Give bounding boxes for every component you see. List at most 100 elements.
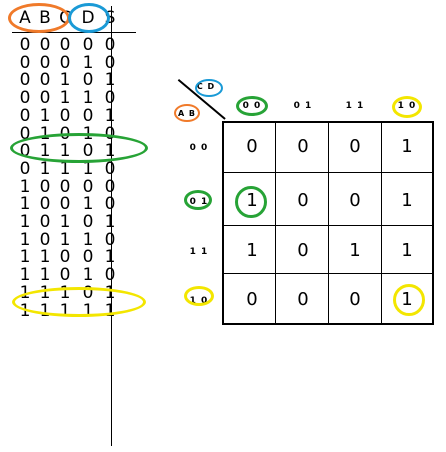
- cell-a: 0: [19, 123, 31, 144]
- cell-a: 1: [19, 229, 31, 250]
- cell-c: 0: [59, 35, 71, 55]
- cell-s: 1: [104, 212, 116, 232]
- cell-a: 1: [19, 212, 31, 232]
- cell-b: 1: [39, 123, 51, 144]
- cell-c: 1: [59, 212, 71, 232]
- cell-b: 0: [39, 35, 51, 55]
- cell-c: 0: [59, 52, 71, 73]
- cell-s: 0: [104, 35, 116, 55]
- ab-header-highlight: [8, 3, 70, 33]
- cell-s: 0: [104, 123, 116, 144]
- cell-d: 1: [82, 194, 94, 215]
- kmap-cell: 1: [401, 190, 413, 211]
- kmap-cell: 0: [297, 136, 309, 157]
- output-column-divider: [111, 6, 112, 446]
- cell-0100-highlight: [235, 186, 267, 218]
- cell-b: 0: [39, 70, 51, 91]
- kmap-cell: 0: [349, 136, 361, 157]
- cell-c: 1: [59, 229, 71, 250]
- cell-s: 0: [104, 176, 116, 197]
- cell-s: 0: [104, 158, 116, 179]
- kmap-cell: 0: [297, 289, 309, 310]
- cell-s: 0: [104, 229, 116, 250]
- cell-s: 0: [104, 52, 116, 73]
- cell-c: 1: [59, 158, 71, 179]
- kmap-cell: 0: [297, 240, 309, 261]
- cell-s: 0: [104, 265, 116, 286]
- cell-a: 1: [19, 176, 31, 197]
- kmap-cell: 1: [349, 240, 361, 261]
- cell-c: 1: [59, 70, 71, 91]
- kmap-cell: 0: [246, 289, 258, 310]
- cell-d: 0: [82, 247, 94, 268]
- cell-d: 0: [82, 35, 94, 55]
- cell-a: 1: [19, 265, 31, 286]
- cell-b: 0: [39, 229, 51, 250]
- grid-line: [328, 121, 329, 325]
- cell-b: 1: [39, 105, 51, 126]
- cell-a: 0: [19, 105, 31, 126]
- cell-d: 0: [82, 70, 94, 91]
- cell-d: 1: [82, 229, 94, 250]
- cell-a: 0: [19, 35, 31, 55]
- cell-a: 0: [19, 88, 31, 109]
- cell-d: 1: [82, 52, 94, 73]
- cell-d: 1: [82, 88, 94, 109]
- cell-1010-highlight: [393, 284, 425, 316]
- cell-b: 1: [39, 158, 51, 179]
- cd-label-highlight: [195, 79, 223, 97]
- cell-a: 1: [19, 194, 31, 215]
- row-1010-highlight: [12, 287, 146, 317]
- cd-header-highlight: [68, 3, 110, 33]
- cell-c: 0: [59, 105, 71, 126]
- kmap-column-label: 1 1: [345, 101, 365, 111]
- row-0100-highlight: [10, 133, 148, 163]
- col-10-label-highlight: [392, 96, 422, 118]
- cell-s: 1: [104, 70, 116, 91]
- kmap-cell: 1: [246, 240, 258, 261]
- cell-d: 0: [82, 105, 94, 126]
- cell-b: 1: [39, 265, 51, 286]
- cell-b: 0: [39, 52, 51, 73]
- kmap-cell: 0: [246, 136, 258, 157]
- cell-c: 0: [59, 194, 71, 215]
- kmap-cell: 1: [401, 240, 413, 261]
- cell-s: 0: [104, 88, 116, 109]
- cell-c: 0: [59, 176, 71, 197]
- kmap-row-label: 0 0: [189, 143, 209, 153]
- cell-b: 1: [39, 247, 51, 268]
- cell-d: 1: [82, 158, 94, 179]
- cell-b: 0: [39, 212, 51, 232]
- kmap-cell: 0: [349, 289, 361, 310]
- cell-b: 0: [39, 194, 51, 215]
- grid-line: [275, 121, 276, 325]
- kmap-row-label: 1 1: [189, 247, 209, 257]
- row-10-label-highlight: [184, 286, 214, 306]
- cell-a: 0: [19, 70, 31, 91]
- kmap-cell: 0: [297, 190, 309, 211]
- kmap-cell: 1: [401, 136, 413, 157]
- row-01-label-highlight: [184, 190, 212, 210]
- cell-c: 0: [59, 247, 71, 268]
- cell-a: 1: [19, 247, 31, 268]
- grid-line: [381, 121, 382, 325]
- cell-a: 0: [19, 158, 31, 179]
- col-00-label-highlight: [236, 96, 268, 116]
- cell-d: 1: [82, 265, 94, 286]
- cell-s: 1: [104, 105, 116, 126]
- header-underline: [12, 32, 136, 33]
- cell-c: 1: [59, 88, 71, 109]
- kmap-cell: 0: [349, 190, 361, 211]
- cell-b: 0: [39, 88, 51, 109]
- cell-a: 0: [19, 52, 31, 73]
- kmap-column-label: 0 1: [293, 101, 313, 111]
- cell-c: 0: [59, 265, 71, 286]
- cell-d: 0: [82, 212, 94, 232]
- ab-label-highlight: [174, 104, 200, 122]
- cell-s: 1: [104, 247, 116, 268]
- cell-d: 0: [82, 176, 94, 197]
- cell-s: 0: [104, 194, 116, 215]
- cell-b: 0: [39, 176, 51, 197]
